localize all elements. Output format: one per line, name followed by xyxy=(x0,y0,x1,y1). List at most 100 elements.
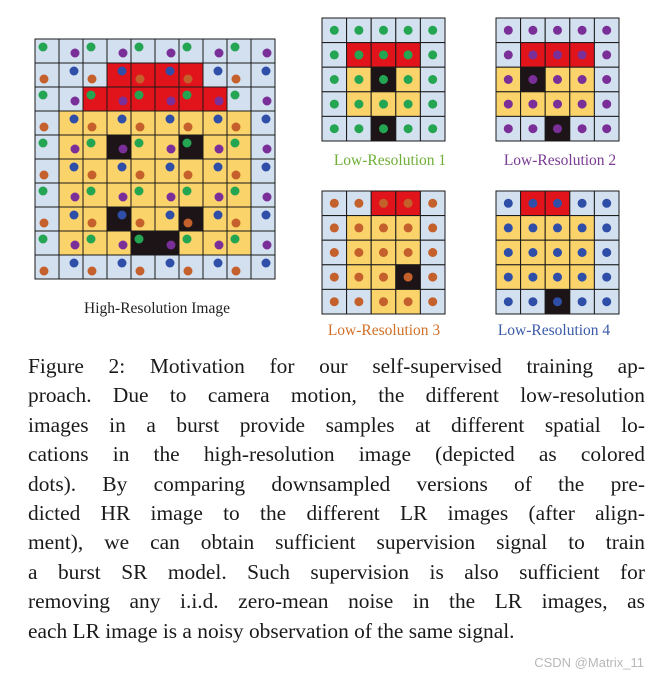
grid-cell xyxy=(178,62,204,88)
sample-dot-orange xyxy=(39,170,49,180)
sample-dot-orange xyxy=(39,266,49,276)
sample-dot-green xyxy=(86,234,96,244)
sample-dot-orange xyxy=(428,198,438,208)
sample-dot-blue xyxy=(261,114,271,124)
grid-cell xyxy=(82,110,108,136)
sample-dot-orange xyxy=(403,297,413,307)
grid-cell xyxy=(130,206,156,232)
sample-dot-blue xyxy=(117,114,127,124)
grid-cell xyxy=(226,134,252,160)
high-resolution-grid xyxy=(34,38,276,280)
sample-dot-green xyxy=(379,99,388,109)
sample-dot-blue xyxy=(261,258,271,268)
caption-line: Figure 2: Motivation for our self-superv… xyxy=(28,354,645,378)
sample-dot-green xyxy=(86,90,96,100)
grid-cell xyxy=(34,254,60,280)
figure-caption: Figure 2: Motivation for our self-superv… xyxy=(28,352,645,646)
grid-cell xyxy=(226,158,252,184)
sample-dot-blue xyxy=(577,198,587,208)
grid-cell xyxy=(34,134,60,160)
sample-dot-orange xyxy=(403,223,413,233)
sample-dot-green xyxy=(86,186,96,196)
grid-cell xyxy=(34,230,60,256)
grid-cell xyxy=(34,206,60,232)
low-resolution-1-label: Low-Resolution 1 xyxy=(333,152,447,169)
sample-dot-blue xyxy=(117,162,127,172)
watermark: CSDN @Matrix_11 xyxy=(534,655,644,670)
sample-dot-blue xyxy=(69,258,79,268)
caption-line: cations in the high-resolution image (de… xyxy=(28,442,645,467)
sample-dot-blue xyxy=(165,258,175,268)
caption-line: removing any i.i.d. zero-mean noise in t… xyxy=(28,589,645,614)
sample-dot-green xyxy=(428,124,438,134)
sample-dot-orange xyxy=(87,218,97,228)
grid-cell xyxy=(130,158,156,184)
grid-cell xyxy=(58,206,84,232)
sample-dot-blue xyxy=(503,297,513,307)
sample-dot-blue xyxy=(503,248,513,257)
sample-dot-green xyxy=(329,25,339,35)
grid-cell xyxy=(178,38,204,64)
grid-cell xyxy=(226,206,252,232)
sample-dot-green xyxy=(403,99,413,109)
sample-dot-green xyxy=(182,138,192,148)
sample-dot-green xyxy=(379,75,388,84)
grid-cell xyxy=(226,230,252,256)
sample-dot-blue xyxy=(213,114,223,124)
high-resolution-label: High-Resolution Image xyxy=(84,300,230,317)
grid-cell xyxy=(34,182,60,208)
sample-dot-green xyxy=(86,42,96,52)
sample-dot-blue xyxy=(165,210,175,220)
sample-dot-blue xyxy=(553,223,562,233)
sample-dot-green xyxy=(230,42,240,52)
grid-cell xyxy=(178,254,204,280)
grid-cell xyxy=(226,38,252,64)
sample-dot-purple xyxy=(577,99,587,109)
sample-dot-green xyxy=(379,25,388,35)
sample-dot-green xyxy=(329,75,339,84)
sample-dot-green xyxy=(230,138,240,148)
sample-dot-green xyxy=(403,50,413,60)
sample-dot-orange xyxy=(403,248,413,257)
sample-dot-green xyxy=(38,234,48,244)
grid-cell xyxy=(130,134,156,160)
grid-cell xyxy=(226,254,252,280)
sample-dot-green xyxy=(403,124,413,134)
sample-dot-purple xyxy=(503,25,513,35)
sample-dot-purple xyxy=(262,48,272,58)
grid-cell xyxy=(178,134,204,160)
grid-cell xyxy=(130,38,156,64)
sample-dot-orange xyxy=(135,266,145,276)
sample-dot-orange xyxy=(354,272,364,282)
grid-cell xyxy=(593,91,620,117)
sample-dot-green xyxy=(230,90,240,100)
sample-dot-orange xyxy=(354,223,364,233)
grid-cell xyxy=(154,206,180,232)
grid-cell xyxy=(82,38,108,64)
sample-dot-green xyxy=(403,75,413,84)
grid-cell xyxy=(82,134,108,160)
sample-dot-blue xyxy=(602,272,612,282)
sample-dot-blue xyxy=(69,210,79,220)
sample-dot-orange xyxy=(39,218,49,228)
sample-dot-purple xyxy=(577,75,587,84)
sample-dot-orange xyxy=(183,74,193,84)
sample-dot-orange xyxy=(379,297,388,307)
sample-dot-orange xyxy=(231,170,241,180)
sample-dot-orange xyxy=(354,248,364,257)
sample-dot-purple xyxy=(214,48,224,58)
caption-line: each LR image is a noisy observation of … xyxy=(28,618,515,643)
grid-cell xyxy=(250,254,276,280)
grid-cell xyxy=(82,182,108,208)
sample-dot-green xyxy=(329,50,339,60)
sample-dot-blue xyxy=(261,162,271,172)
sample-dot-blue xyxy=(553,272,562,282)
sample-dot-green xyxy=(230,186,240,196)
sample-dot-blue xyxy=(213,66,223,76)
sample-dot-orange xyxy=(231,122,241,132)
sample-dot-purple xyxy=(528,124,538,134)
sample-dot-orange xyxy=(183,122,193,132)
sample-dot-green xyxy=(134,186,144,196)
grid-cell xyxy=(34,38,60,64)
sample-dot-purple xyxy=(214,144,224,154)
